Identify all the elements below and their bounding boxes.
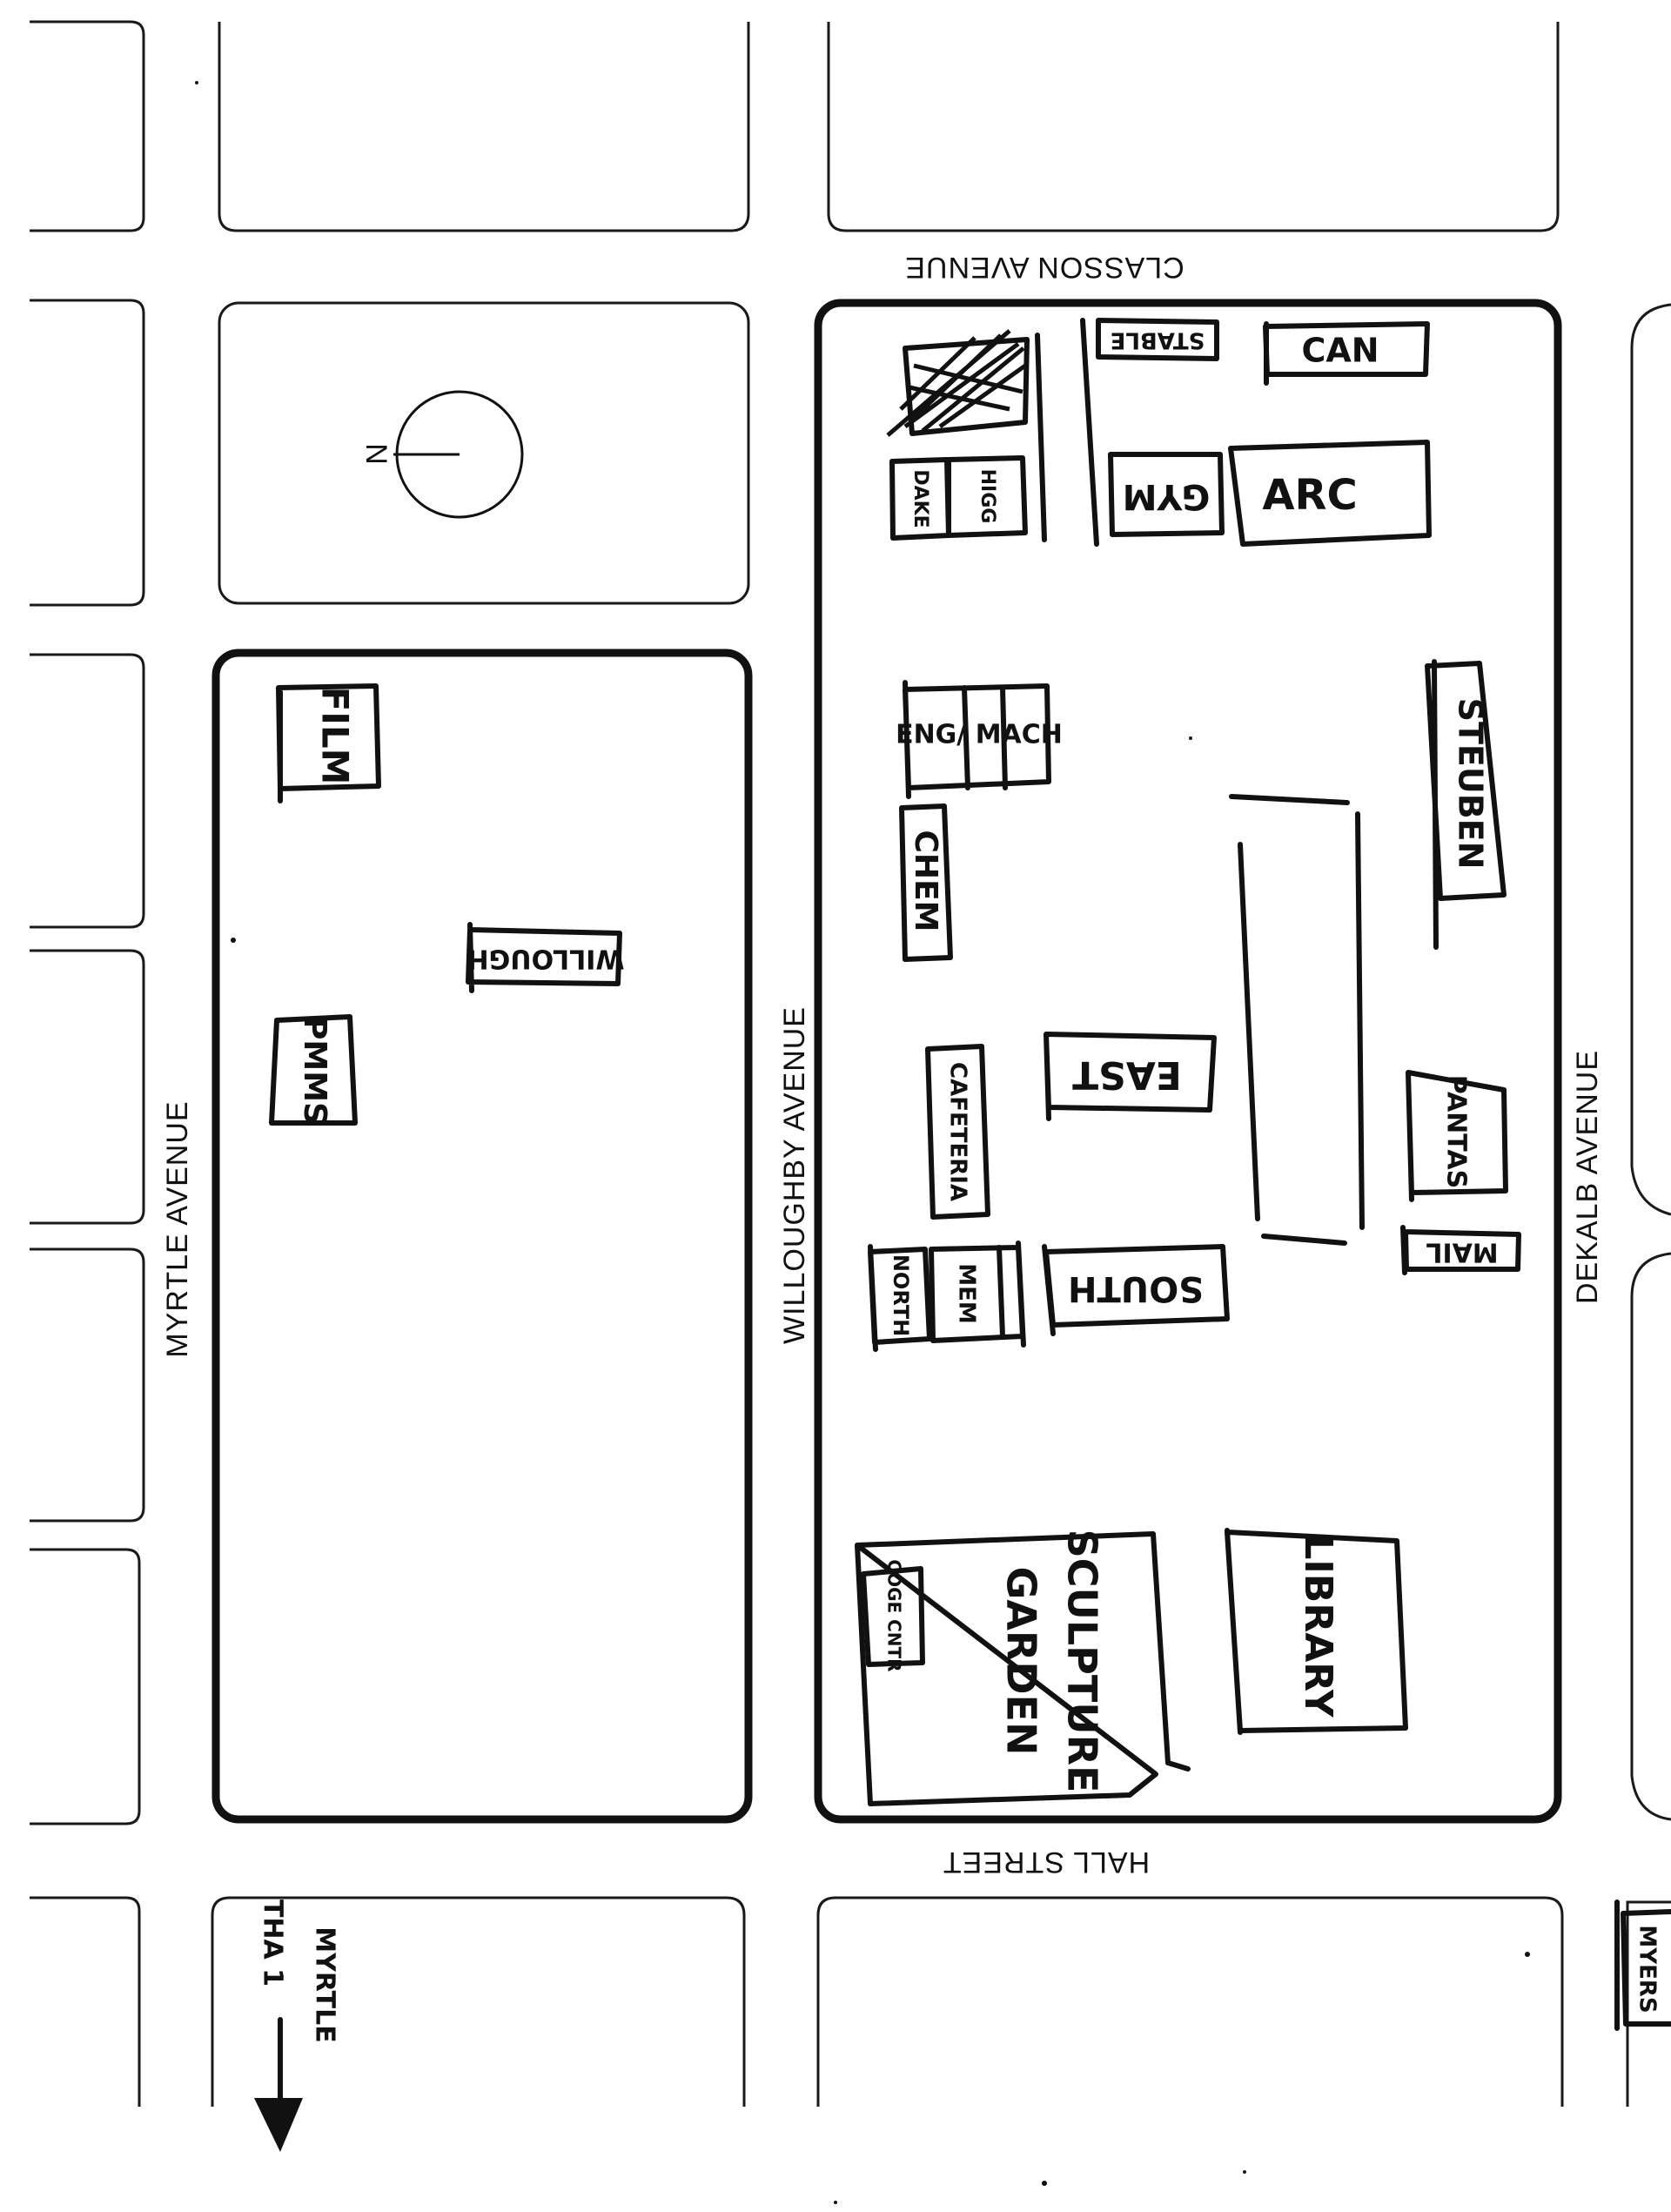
building-myers[interactable]: MYERS — [1614, 1899, 1671, 2031]
building-pantas-label: PANTAS — [1441, 1075, 1472, 1189]
block-mid-bottom — [211, 1896, 746, 2107]
building-chem-label: CHEM — [908, 830, 943, 932]
building-dake[interactable]: DAKE — [889, 457, 951, 541]
building-film-label: FILM — [314, 687, 357, 785]
building-film[interactable]: FILM — [276, 683, 381, 803]
campus-block-east — [814, 299, 1562, 1824]
divider-line-northwest — [1035, 333, 1047, 542]
block-left-5 — [30, 1247, 145, 1523]
building-willoughby-hall[interactable]: WILLOUGH — [466, 922, 625, 993]
north-label: N — [359, 443, 393, 466]
block-right-bottom — [816, 1896, 1564, 2107]
building-stable-label: STABLE — [1111, 327, 1205, 353]
street-label-myrtle: MYRTLE AVENUE — [161, 1100, 194, 1357]
building-mail-label: MAIL — [1426, 1237, 1498, 1267]
building-coge-center[interactable]: COGE CNTR — [861, 1559, 925, 1672]
building-library[interactable]: LIBRARY — [1225, 1528, 1408, 1735]
campus-block-west — [211, 649, 753, 1824]
block-left-4 — [30, 949, 145, 1225]
building-steuben-label: STEUBEN — [1452, 698, 1490, 870]
building-cafeteria-label: CAFETERIA — [945, 1062, 971, 1201]
building-chem[interactable]: CHEM — [899, 803, 953, 962]
building-can[interactable]: CAN — [1263, 321, 1430, 386]
building-memorial[interactable]: MEM — [929, 1240, 1026, 1348]
scan-specks — [195, 81, 1530, 2204]
building-coge-label: COGE CNTR — [884, 1559, 905, 1671]
building-mem-label: MEM — [954, 1263, 980, 1324]
block-mid-compass — [218, 301, 750, 605]
building-south[interactable]: SOUTH — [1042, 1244, 1230, 1336]
block-far-right-3 — [1626, 1900, 1671, 2107]
building-higgins-label: HIGG — [976, 469, 998, 524]
myrtle-hall-pointer[interactable]: MYRTLE THA 1 — [254, 1899, 340, 2152]
building-north-label: NORTH — [889, 1254, 913, 1336]
building-pantas[interactable]: PANTAS — [1406, 1070, 1508, 1202]
myrtle-hall-label: MYRTLE — [310, 1926, 340, 2042]
building-library-label: LIBRARY — [1296, 1535, 1340, 1718]
building-higgins[interactable]: HIGG — [946, 455, 1028, 538]
block-far-right-1 — [1630, 303, 1671, 1216]
sculpture-label: SCULPTURE — [1059, 1530, 1106, 1793]
building-arc[interactable]: ARC — [1228, 440, 1432, 547]
block-right-top — [827, 22, 1560, 232]
building-east-label: EAST — [1072, 1052, 1182, 1097]
street-label-dekalb: DEKALB AVENUE — [1571, 1050, 1604, 1304]
building-arc-label: ARC — [1262, 471, 1357, 520]
block-left-3 — [30, 653, 145, 929]
building-willoughby-label: WILLOUGH — [466, 944, 624, 974]
divider-line-north — [1080, 318, 1099, 547]
building-pmms[interactable]: PMMS — [269, 1014, 358, 1126]
myrtle-arrow-head-icon — [254, 2098, 303, 2152]
building-can-label: CAN — [1301, 332, 1379, 370]
building-stable[interactable]: STABLE — [1096, 318, 1219, 361]
building-eng-mach[interactable]: ENG/ MACH — [896, 680, 1063, 799]
block-left-2 — [30, 299, 145, 607]
street-label-classon: CLASSON AVENUE — [904, 251, 1184, 284]
sculpture-garden[interactable]: SCULPTURE GARDEN — [855, 1530, 1191, 1806]
quad-outline — [1229, 794, 1365, 1246]
garden-label: GARDEN — [998, 1567, 1045, 1756]
building-steuben[interactable]: STEUBEN — [1425, 659, 1507, 950]
block-left-6 — [30, 1548, 141, 1825]
building-mail[interactable]: MAIL — [1400, 1225, 1521, 1275]
building-scribbled — [886, 329, 1030, 437]
building-south-label: SOUTH — [1068, 1268, 1204, 1308]
building-dake-label: DAKE — [909, 469, 931, 528]
block-left-7 — [30, 1896, 141, 2107]
block-far-right-2 — [1630, 1252, 1671, 1821]
building-gym-label: GYM — [1123, 476, 1211, 516]
building-eng-mach-label: ENG/ MACH — [896, 720, 1063, 750]
building-north[interactable]: NORTH — [868, 1244, 932, 1352]
block-left-1 — [30, 20, 145, 232]
city-blocks — [30, 20, 1671, 2107]
street-label-hall: HALL STREET — [943, 1846, 1150, 1879]
building-myers-label: MYERS — [1634, 1925, 1661, 2013]
street-label-willoughby: WILLOUGHBY AVENUE — [778, 1006, 811, 1344]
myrtle-hall-label-2: THA 1 — [258, 1899, 288, 1987]
north-compass: N — [359, 390, 524, 519]
building-cafeteria[interactable]: CAFETERIA — [925, 1044, 990, 1220]
building-gym[interactable]: GYM — [1108, 452, 1225, 537]
building-east[interactable]: EAST — [1044, 1032, 1217, 1121]
block-mid-top — [218, 22, 750, 232]
building-pmms-label: PMMS — [297, 1017, 332, 1125]
